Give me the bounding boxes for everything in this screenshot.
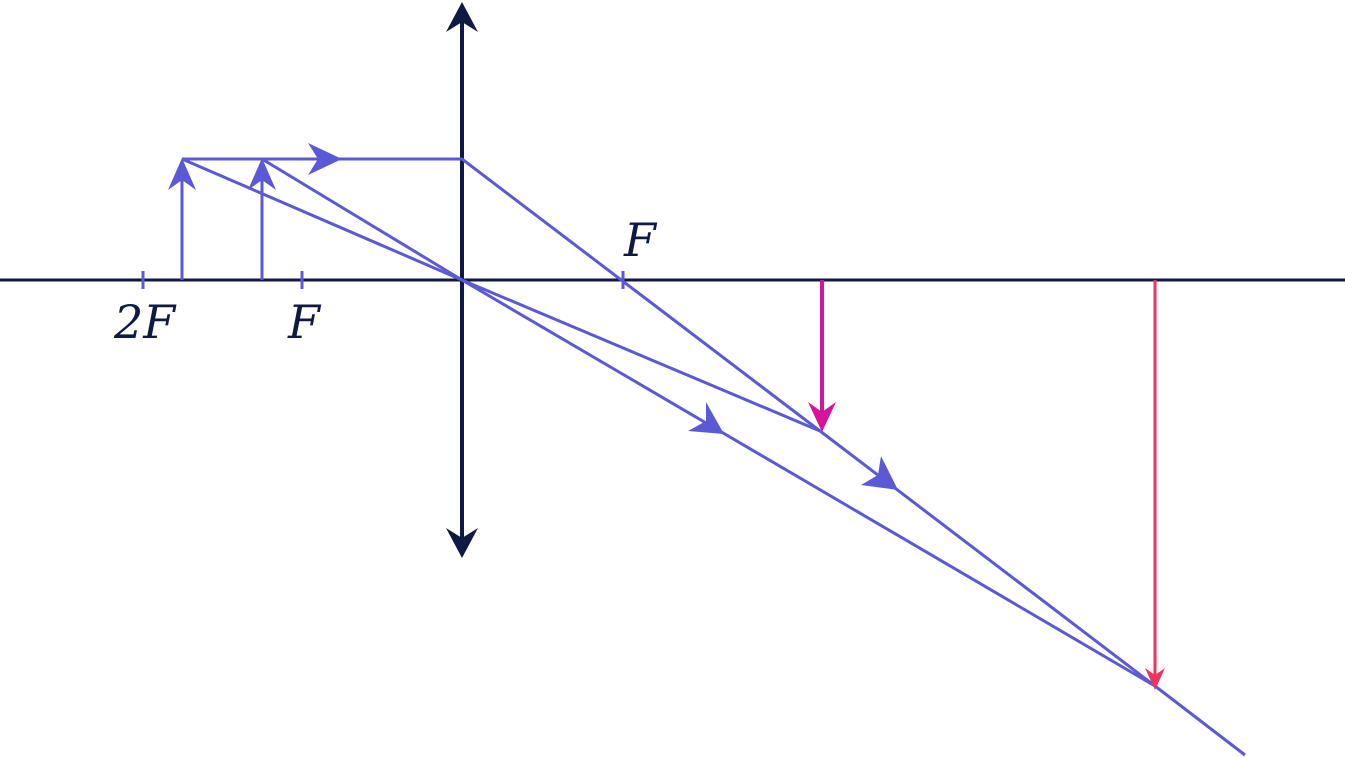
parallel-ray-arrowhead [308, 143, 342, 175]
center-ray-arrowhead [688, 402, 724, 434]
image-arrow-far-head [1145, 668, 1165, 690]
parallel-ray [182, 157, 821, 433]
center-ray-far [181, 157, 821, 433]
object-arrow-near-head [248, 158, 276, 190]
label-f-right: F [623, 213, 658, 267]
refracted-ray-arrowhead [861, 456, 898, 490]
lens-bottom-arrowhead [446, 528, 478, 558]
object-arrow-far-head [168, 158, 196, 190]
image-arrow-near-head [808, 402, 836, 432]
lens-top-arrowhead [446, 2, 478, 32]
label-f-left: F [287, 295, 322, 349]
center-ray-near [261, 157, 1156, 688]
label-2f-left: 2F [113, 295, 177, 349]
